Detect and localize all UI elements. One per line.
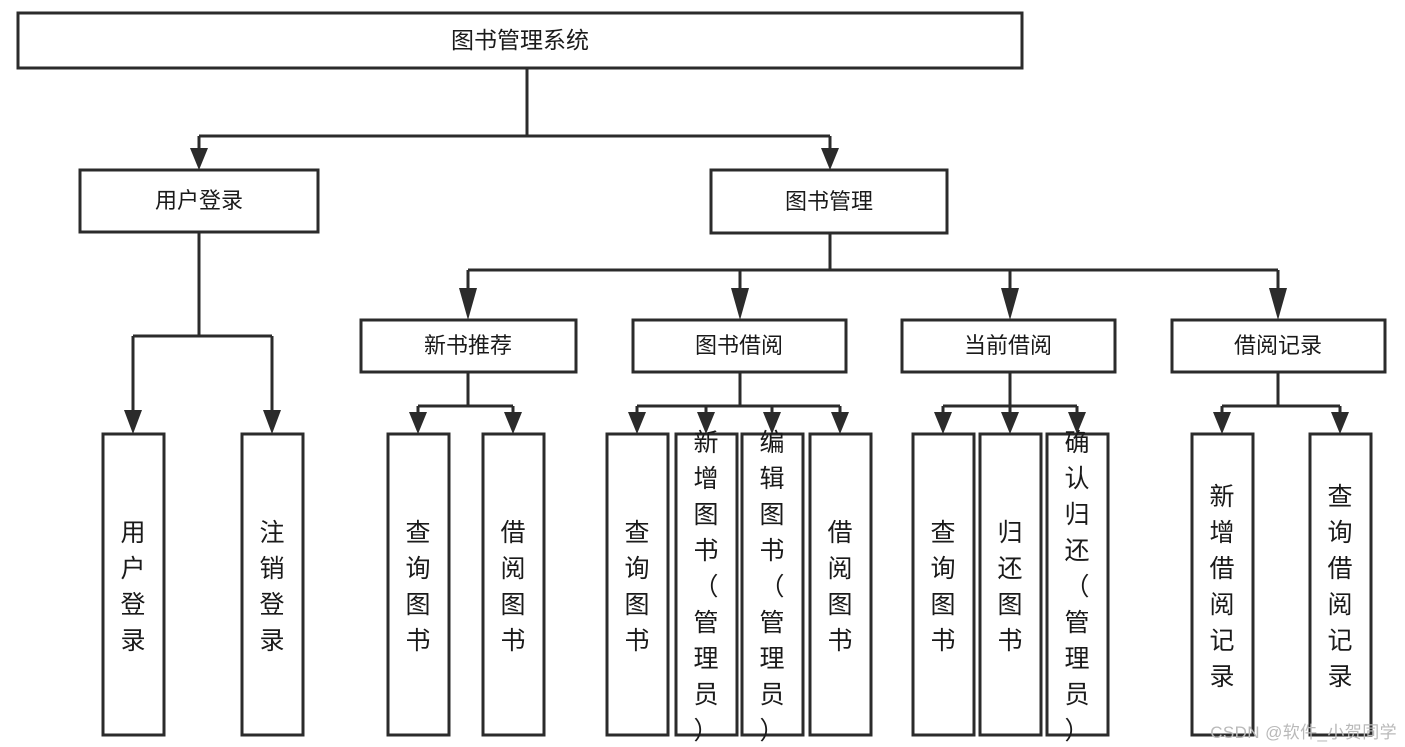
node-user-login-box[interactable] — [78, 168, 320, 234]
node-leaf-return-book[interactable]: 归还图书 — [978, 432, 1043, 737]
node-leaf-edit-book-box[interactable] — [740, 432, 805, 737]
node-user-login[interactable]: 用户登录 — [78, 168, 320, 234]
node-current-borrow-box[interactable] — [900, 318, 1117, 374]
node-new-book-recommend[interactable]: 新书推荐 — [359, 318, 578, 374]
node-leaf-add-record[interactable]: 新增借阅记录 — [1190, 432, 1255, 737]
node-root-label: 图书管理系统 — [451, 27, 589, 53]
node-leaf-query-record-label: 查询借阅记录 — [1327, 483, 1352, 691]
node-current-borrow[interactable]: 当前借阅 — [900, 318, 1117, 374]
node-book-manage-label: 图书管理 — [785, 189, 873, 214]
arrow-head-leaf-confirm-return — [1068, 412, 1086, 434]
node-book-borrow[interactable]: 图书借阅 — [631, 318, 848, 374]
node-leaf-logout-label: 注销登录 — [259, 519, 284, 655]
arrow-head-leaf-query-book-3 — [934, 412, 952, 434]
node-leaf-user-login-label: 用户登录 — [120, 519, 145, 655]
arrow-head-leaf-borrow-book-1 — [504, 412, 522, 434]
node-leaf-add-record-label: 新增借阅记录 — [1209, 483, 1234, 691]
arrow-head-leaf-logout — [263, 410, 281, 434]
node-current-borrow-label: 当前借阅 — [964, 333, 1052, 358]
node-user-login-label: 用户登录 — [155, 188, 243, 213]
node-borrow-record-label: 借阅记录 — [1234, 333, 1322, 358]
node-leaf-user-login-box[interactable] — [101, 432, 166, 737]
node-leaf-query-book-2-box[interactable] — [605, 432, 670, 737]
node-leaf-logout[interactable]: 注销登录 — [240, 432, 305, 737]
node-leaf-confirm-return[interactable]: 确认归还（管理员） — [1045, 429, 1110, 745]
arrow-head-leaf-query-record — [1331, 412, 1349, 434]
csdn-watermark: CSDN @软件_小贺同学 — [1210, 723, 1397, 742]
node-leaf-borrow-book-2[interactable]: 借阅图书 — [808, 432, 873, 737]
arrow-head-leaf-edit-book — [763, 412, 781, 434]
node-leaf-edit-book-label: 编辑图书（管理员） — [759, 429, 784, 745]
arrow-head-book-manage — [821, 148, 839, 170]
node-borrow-record-box[interactable] — [1170, 318, 1387, 374]
node-leaf-query-book-3-box[interactable] — [911, 432, 976, 737]
node-leaf-return-book-box[interactable] — [978, 432, 1043, 737]
node-leaf-query-book-3[interactable]: 查询图书 — [911, 432, 976, 737]
node-leaf-logout-box[interactable] — [240, 432, 305, 737]
node-new-book-recommend-box[interactable] — [359, 318, 578, 374]
arrow-head-new-book-recommend — [459, 288, 477, 320]
node-leaf-query-record[interactable]: 查询借阅记录 — [1308, 432, 1373, 737]
node-root[interactable]: 图书管理系统 — [16, 11, 1024, 70]
node-leaf-user-login[interactable]: 用户登录 — [101, 432, 166, 737]
node-leaf-borrow-book-1-label: 借阅图书 — [500, 519, 525, 655]
arrow-head-borrow-record — [1269, 288, 1287, 320]
node-leaf-query-record-box[interactable] — [1308, 432, 1373, 737]
node-leaf-borrow-book-1[interactable]: 借阅图书 — [481, 432, 546, 737]
node-root-box[interactable] — [16, 11, 1024, 70]
arrow-head-current-borrow — [1001, 288, 1019, 320]
node-leaf-confirm-return-label: 确认归还（管理员） — [1064, 429, 1089, 745]
arrow-head-leaf-return-book — [1001, 412, 1019, 434]
node-leaf-query-book-1[interactable]: 查询图书 — [386, 432, 451, 737]
node-borrow-record[interactable]: 借阅记录 — [1170, 318, 1387, 374]
arrow-head-leaf-borrow-book-2 — [831, 412, 849, 434]
node-book-borrow-box[interactable] — [631, 318, 848, 374]
node-leaf-add-book-label: 新增图书（管理员） — [693, 429, 718, 745]
node-leaf-confirm-return-box[interactable] — [1045, 432, 1110, 737]
node-leaf-query-book-3-label: 查询图书 — [930, 519, 955, 655]
node-leaf-borrow-book-1-box[interactable] — [481, 432, 546, 737]
node-leaf-add-record-box[interactable] — [1190, 432, 1255, 737]
node-leaf-return-book-label: 归还图书 — [997, 519, 1022, 655]
node-leaf-query-book-2[interactable]: 查询图书 — [605, 432, 670, 737]
arrow-head-leaf-query-book-2 — [628, 412, 646, 434]
node-book-manage[interactable]: 图书管理 — [709, 168, 949, 235]
node-book-manage-box[interactable] — [709, 168, 949, 235]
node-leaf-borrow-book-2-label: 借阅图书 — [827, 519, 852, 655]
node-leaf-query-book-1-box[interactable] — [386, 432, 451, 737]
node-new-book-recommend-label: 新书推荐 — [424, 333, 512, 358]
node-leaf-add-book[interactable]: 新增图书（管理员） — [674, 429, 739, 745]
arrow-head-leaf-add-book — [697, 412, 715, 434]
arrow-head-leaf-add-record — [1213, 412, 1231, 434]
node-leaf-borrow-book-2-box[interactable] — [808, 432, 873, 737]
node-leaf-query-book-1-label: 查询图书 — [405, 519, 430, 655]
node-leaf-edit-book[interactable]: 编辑图书（管理员） — [740, 429, 805, 745]
arrow-head-leaf-query-book-1 — [409, 412, 427, 434]
arrow-head-user-login — [190, 148, 208, 170]
node-book-borrow-label: 图书借阅 — [695, 333, 783, 358]
arrow-head-book-borrow — [731, 288, 749, 320]
arrow-head-leaf-user-login — [124, 410, 142, 434]
node-leaf-add-book-box[interactable] — [674, 432, 739, 737]
connector-layer — [124, 68, 1349, 434]
node-leaf-query-book-2-label: 查询图书 — [624, 519, 649, 655]
